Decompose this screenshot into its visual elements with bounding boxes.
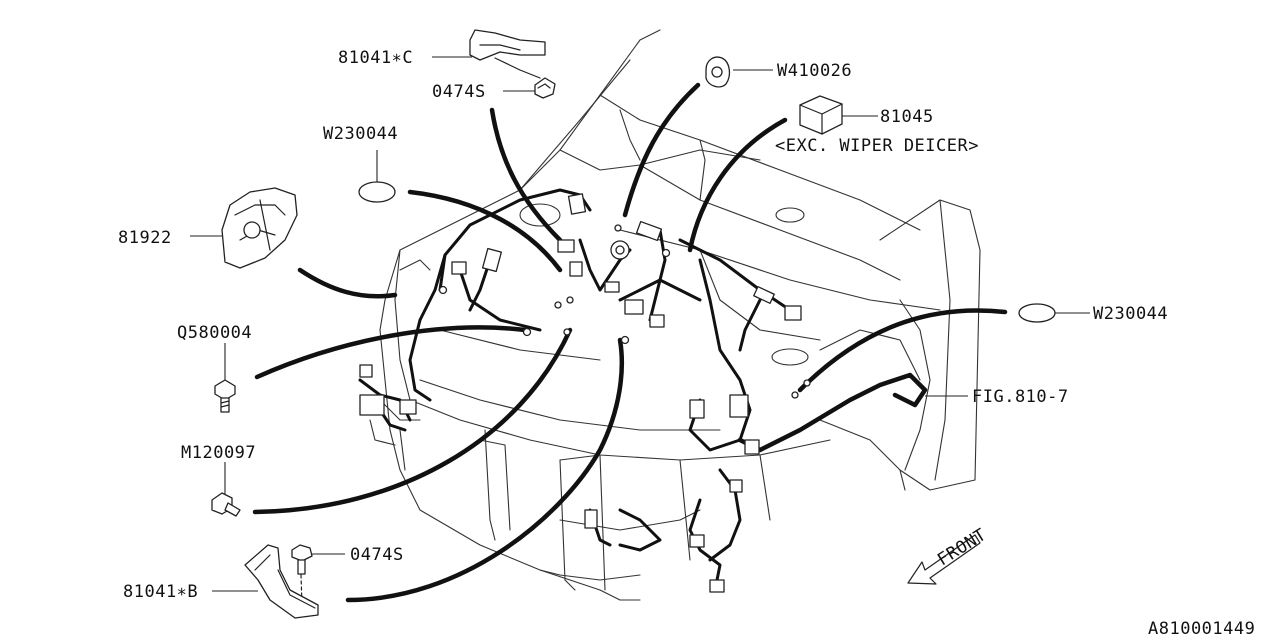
- harness-connectors: [359, 193, 811, 593]
- label-bolt-q580004: Q580004: [177, 323, 252, 343]
- label-bracket-c: 81041∗C: [338, 48, 413, 68]
- bolt-m120097-part: [211, 492, 241, 517]
- bolt-q580004-part: [214, 379, 236, 413]
- bolt-top-part: [534, 77, 556, 99]
- label-grommet-left: W230044: [323, 124, 398, 144]
- bracket-c-part: [469, 29, 546, 79]
- front-label: FRONT: [934, 525, 990, 570]
- label-bolt-top: 0474S: [432, 82, 486, 102]
- label-clip-w410026: W410026: [777, 61, 852, 81]
- label-bolt-m120097: M120097: [181, 443, 256, 463]
- part-labels: 81041∗C 0474S W410026 81045 <EXC. WIPER …: [118, 48, 1255, 639]
- vehicle-body-outline: [359, 29, 981, 601]
- label-fig-ref: FIG.810-7: [972, 387, 1069, 407]
- label-bracket-b: 81041∗B: [123, 582, 198, 602]
- connector-81045-part: [799, 95, 843, 135]
- label-connector-81045: 81045: [880, 107, 934, 127]
- label-grommet-right: W230044: [1093, 304, 1168, 324]
- bracket-b-part: [244, 544, 319, 619]
- harness-leads: [252, 82, 1008, 603]
- label-cover-81922: 81922: [118, 228, 172, 248]
- grommet-right-part: [1018, 303, 1056, 323]
- label-bolt-bottom: 0474S: [350, 545, 404, 565]
- leader-lines: [190, 56, 1090, 592]
- diagram-id: A810001449: [1148, 619, 1255, 639]
- grommet-left-part: [358, 181, 396, 203]
- cover-81922-part: [221, 187, 298, 269]
- label-connector-note: <EXC. WIPER DEICER>: [775, 136, 979, 156]
- bolt-bottom-part: [291, 544, 313, 606]
- clip-w410026-part: [705, 56, 731, 88]
- front-direction-arrow: FRONT: [907, 525, 990, 585]
- main-harness: [358, 188, 928, 592]
